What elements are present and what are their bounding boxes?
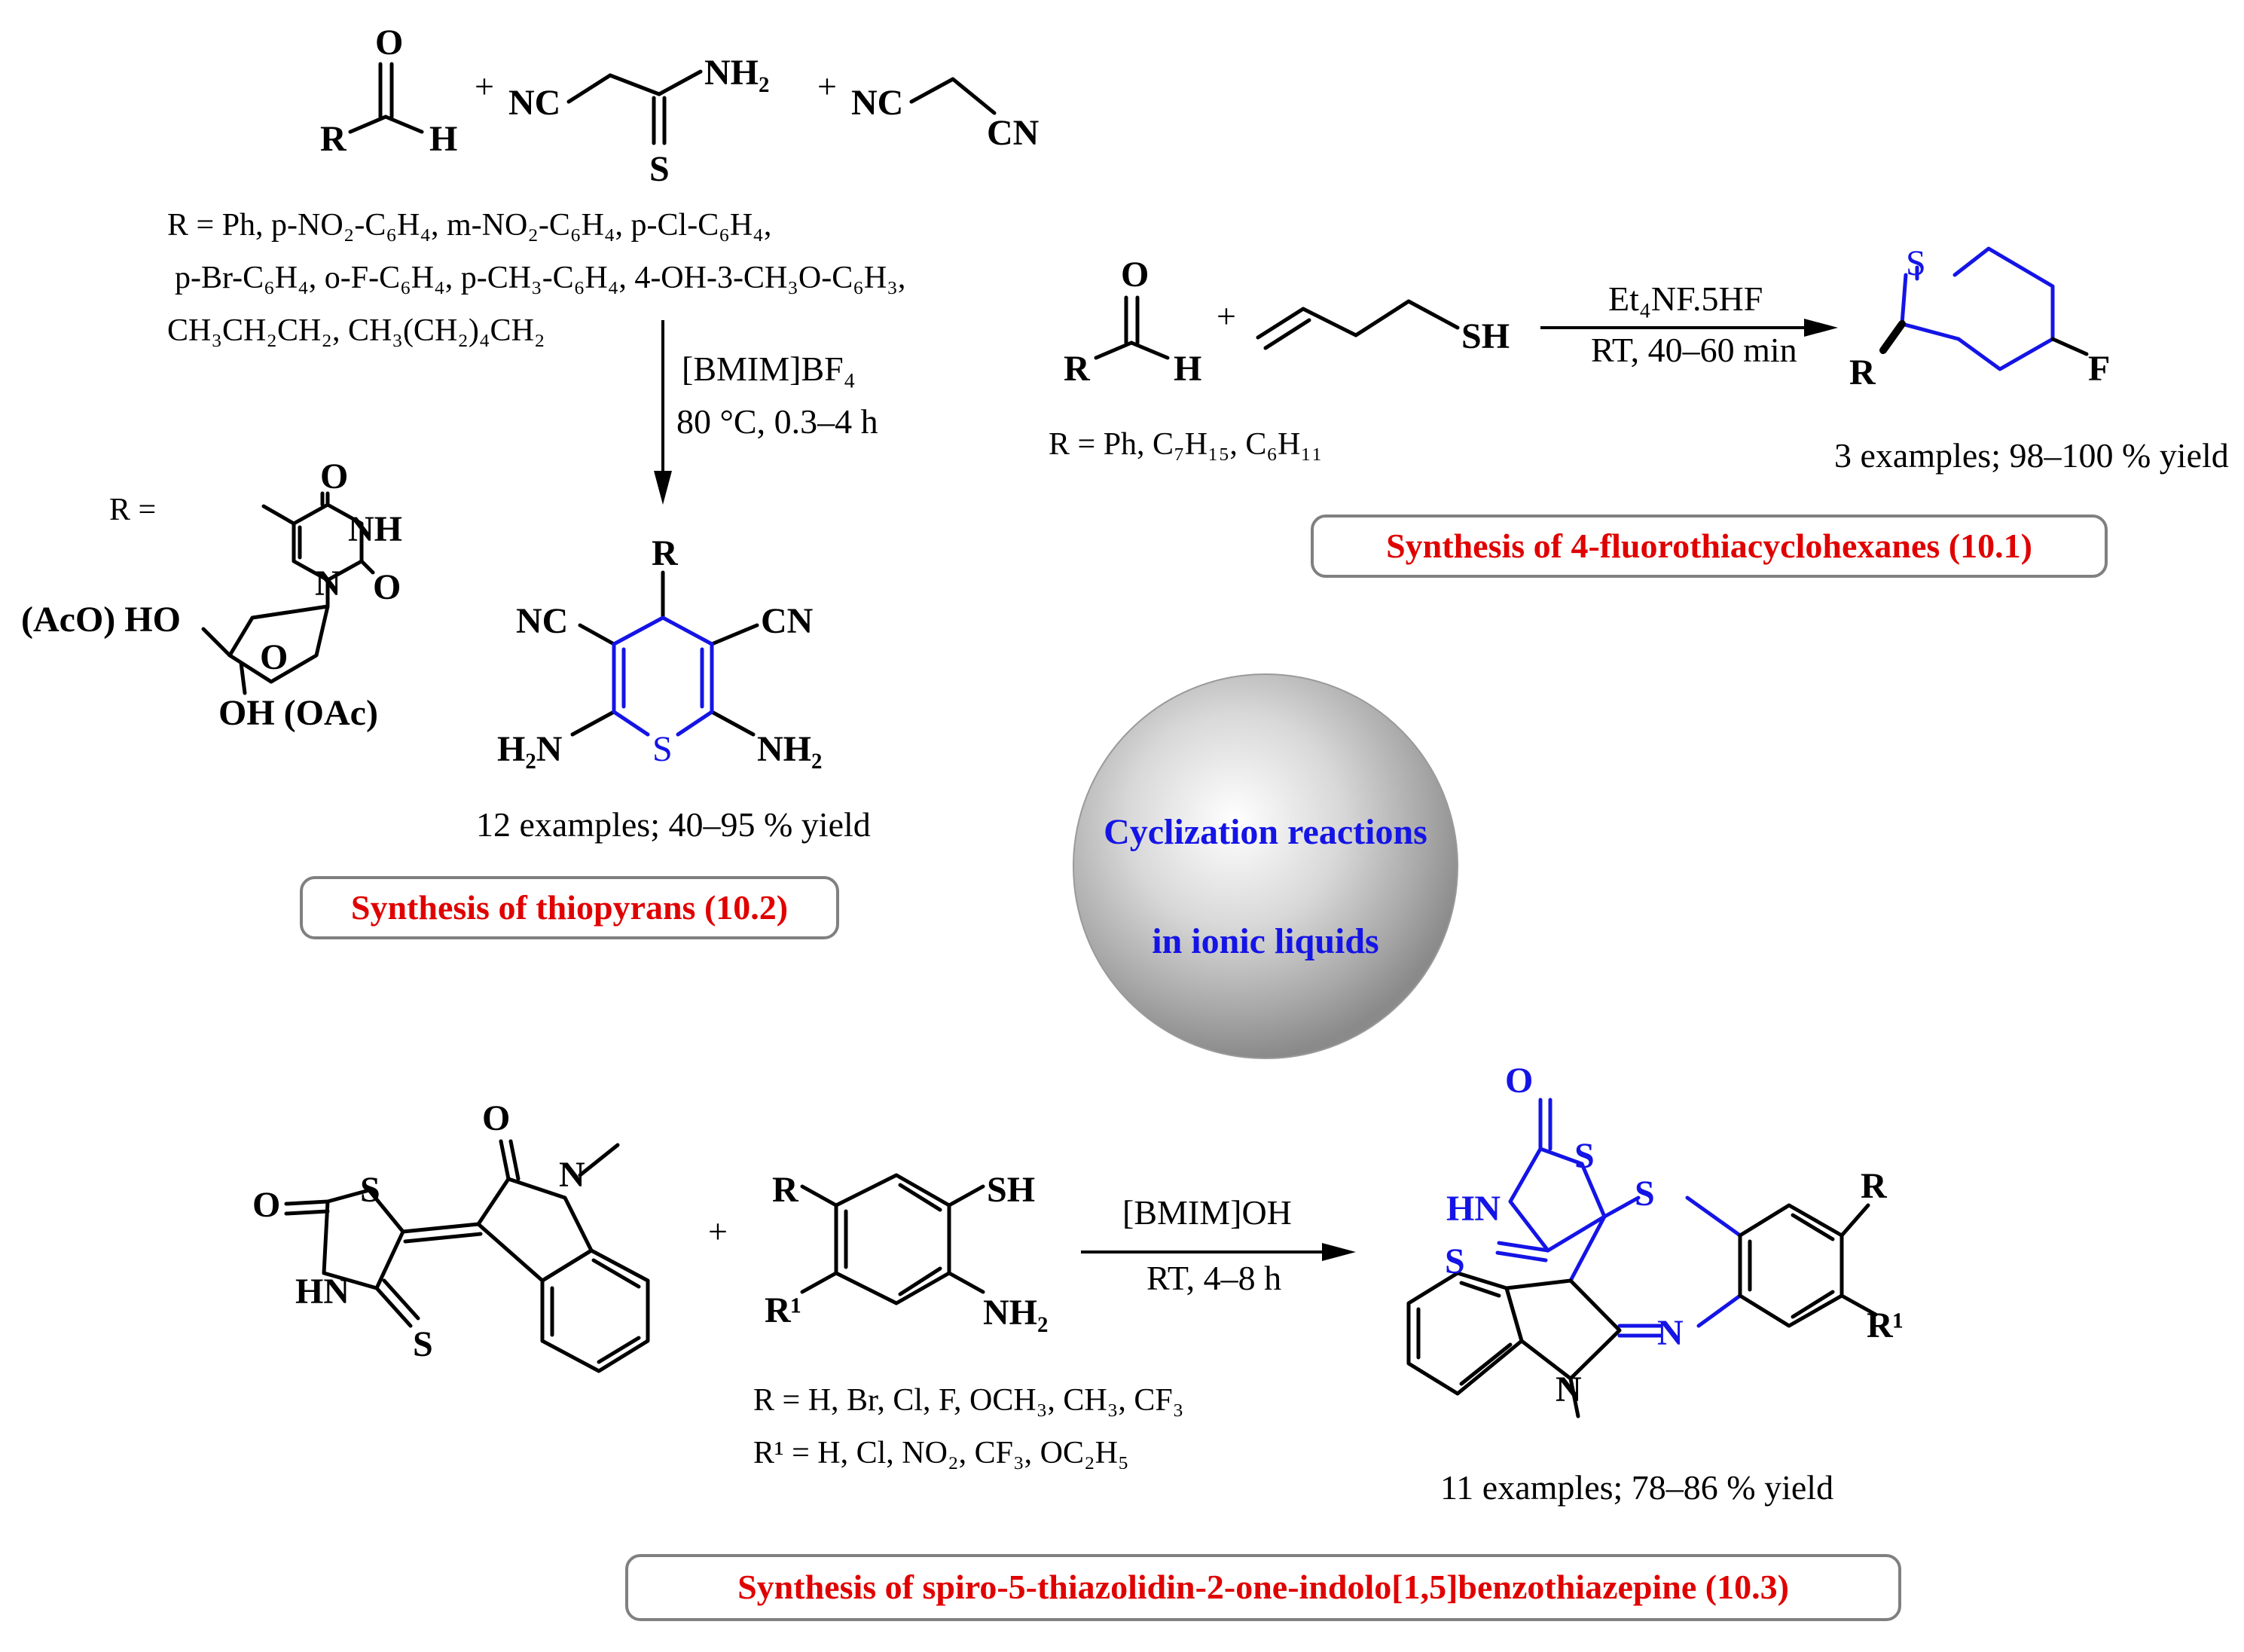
reactant1-hn: HN [295,1272,350,1312]
yield-10-2: 12 examples; 40–95 % yield [476,805,871,844]
nucleoside-nh: NH [348,509,402,549]
reactant1-n-methyl: N [559,1155,585,1195]
malononitrile-structure [909,77,997,115]
thiopyran-nh2-label: NH₂ [757,729,822,769]
title-10-1: Synthesis of 4-fluorothiacyclohexanes (1… [1386,527,2032,565]
reactant2-nh2: NH₂ [983,1293,1048,1333]
plus-10-1: + [1217,297,1236,335]
cyanothio-nc-label: NC [508,83,560,123]
thiopyran-substituents [570,570,759,737]
thiane-r-label: R [1849,353,1876,392]
nucleoside-oh-oac: OH (OAc) [218,693,378,733]
thiane-substituents [1879,320,2089,356]
plus-sign-1: + [475,67,494,105]
reactant2-r: R [772,1170,799,1210]
reactant2-r1: R¹ [765,1290,801,1330]
butenethiol-structure [1256,299,1460,350]
thiopyran-cn-label: CN [761,601,814,641]
product-r: R [1861,1166,1888,1206]
product-hn: HN [1446,1189,1501,1229]
nucleoside-structure [201,491,375,695]
product-s-spiro: S [1635,1174,1655,1214]
butenethiol-sh: SH [1461,316,1510,356]
r-groups-10-2-line2: p-Br-C₆H₄, o-F-C₆H₄, p-CH₃-C₆H₄, 4-OH-3-… [175,261,905,295]
reactant1-structure [284,1139,650,1373]
center-title-line1: Cyclization reactions [1104,812,1427,852]
malono-nc-label: NC [851,83,903,123]
reactant2-structure [800,1173,985,1305]
nucleoside-o-top: O [320,457,348,496]
nucleoside-aco-ho: (AcO) HO [21,600,181,640]
product-thiazolidine-ring [1495,1098,1641,1263]
cyanothioacetamide-structure [566,69,703,145]
aldehyde-10-1-h: H [1174,349,1201,389]
plus-10-3: + [708,1212,728,1250]
thiopyran-r-label: R [652,533,679,573]
cyanothio-nh2-label: NH₂ [704,53,769,93]
arrow-10-1 [1540,319,1838,337]
conditions-10-2-reagent: [BMIM]BF₄ [682,350,856,388]
title-10-3: Synthesis of spiro-5-thiazolidin-2-one-i… [737,1568,1789,1606]
conditions-10-1-temp: RT, 40–60 min [1591,331,1797,369]
aldehyde-h-label: H [429,119,457,159]
yield-10-1: 3 examples; 98–100 % yield [1834,436,2229,475]
plus-sign-2: + [817,67,837,105]
title-10-2: Synthesis of thiopyrans (10.2) [351,888,788,927]
nucleoside-o-right: O [373,567,401,607]
product-fused-rings [1406,1203,1878,1418]
thiopyran-ring [612,615,714,737]
reactant2-sh: SH [987,1170,1035,1210]
reactant1-o-thz: O [252,1185,280,1225]
conditions-10-2-temp: 80 °C, 0.3–4 h [676,402,878,441]
center-sphere: Cyclization reactions in ionic liquids [1073,673,1458,1059]
thiopyran-s-label: S [652,729,673,769]
nucleoside-n: N [315,563,341,603]
reaction-10-1: O R H + SH R = Ph, C₇H₁₅, C₆H₁₁ Et₄NF.5H… [1049,243,2229,578]
thiopyran-h2n-label: H₂N [497,729,563,769]
aldehyde-10-1-oxygen: O [1121,255,1149,295]
aldehyde-10-1-r: R [1064,349,1091,389]
r-groups-10-3-line1: R = H, Br, Cl, F, OCH₃, CH₃, CF₃ [753,1383,1183,1418]
title-box-10-3 [625,1554,1901,1621]
r-groups-10-2-line1: R = Ph, p-NO₂-C₆H₄, m-NO₂-C₆H₄, p-Cl-C₆H… [167,208,771,243]
reactant1-s-thioxo: S [413,1324,433,1364]
thiopyran-nc-label: NC [516,601,568,641]
yield-10-3: 11 examples; 78–86 % yield [1440,1468,1833,1507]
reaction-10-2: O R H + NC NH₂ S + NC CN R = Ph, p-NO₂-C… [21,23,1040,939]
conditions-10-3-temp: RT, 4–8 h [1146,1259,1281,1297]
reactant1-s-thz: S [360,1170,380,1210]
arrow-10-2 [654,320,672,505]
product-o: O [1505,1061,1533,1101]
malono-cn-label: CN [987,113,1040,153]
conditions-10-3-reagent: [BMIM]OH [1122,1193,1292,1232]
thiane-f-label: F [2088,349,2110,389]
product-n-imine: N [1657,1313,1684,1353]
product-r1: R¹ [1867,1305,1904,1345]
product-s-thioxo: S [1445,1241,1465,1281]
r-groups-10-1: R = Ph, C₇H₁₅, C₆H₁₁ [1049,427,1323,462]
aldehyde-r-label: R [320,119,347,159]
product-s-thz: S [1574,1136,1595,1176]
conditions-10-1-reagent: Et₄NF.5HF [1608,279,1763,318]
aldehyde-structure [348,62,424,134]
r-groups-10-2-line3: CH₃CH₂CH₂, CH₃(CH₂)₄CH₂ [167,313,545,348]
center-title-line2: in ionic liquids [1152,921,1378,961]
product-thiazepine-ring [1568,1195,1742,1338]
reaction-10-3: O N O S HN S + R SH R¹ NH₂ R = H, Br, Cl… [252,1061,1904,1621]
nucleoside-ring-o: O [260,637,288,677]
thiane-s-label: S [1906,243,1926,283]
title-box-10-1 [1311,515,2108,578]
reactant1-o-lactam: O [482,1098,510,1138]
cyanothio-s-label: S [649,149,670,189]
product-n-methyl: N [1556,1370,1582,1409]
r-groups-10-3-line2: R¹ = H, Cl, NO₂, CF₃, OC₂H₅ [753,1436,1129,1470]
arrow-10-3 [1081,1243,1356,1261]
nucleoside-r-equals: R = [109,493,156,527]
aldehyde-10-1-structure [1094,295,1170,360]
title-box-10-2 [300,876,839,939]
aldehyde-oxygen: O [375,23,403,63]
